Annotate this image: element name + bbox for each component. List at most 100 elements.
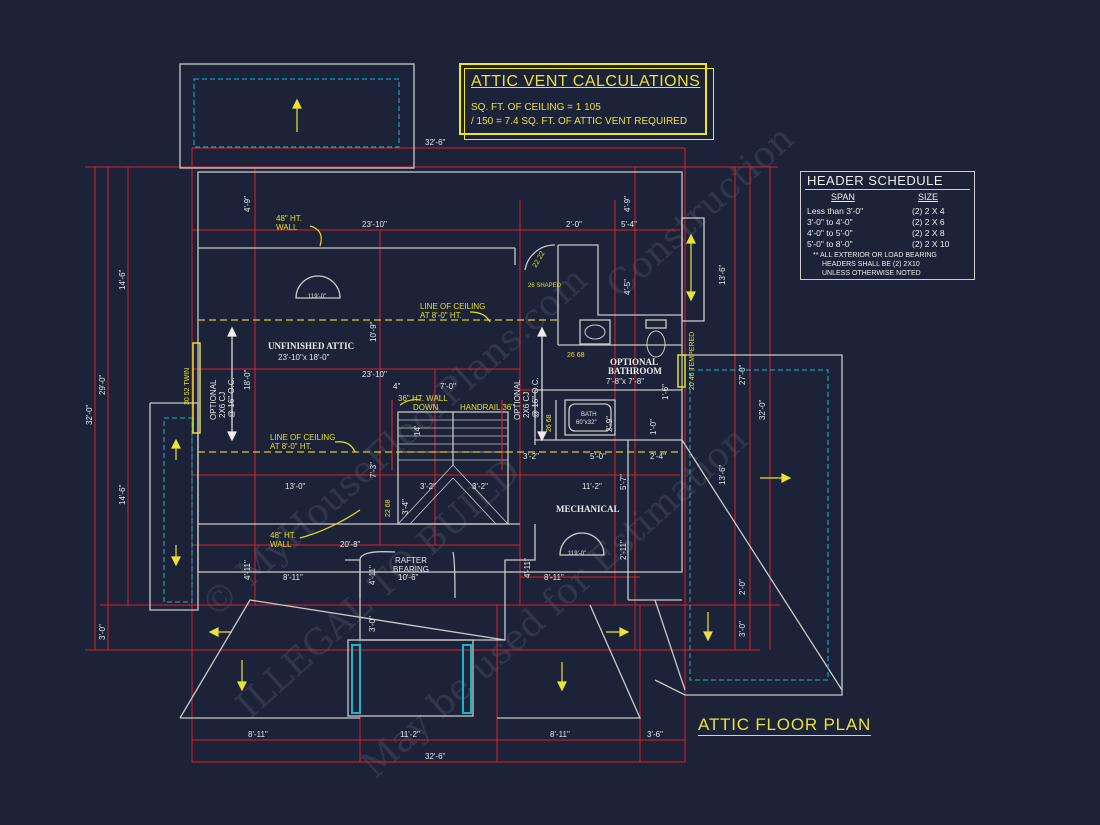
svg-text:8'-11": 8'-11" — [283, 573, 303, 582]
svg-text:2'-4": 2'-4" — [650, 452, 666, 461]
svg-text:4'-11": 4'-11" — [523, 558, 532, 578]
dim-left-3: 3'-0" — [98, 624, 107, 640]
wall-36-note-2: DOWN — [413, 403, 439, 412]
dim-right-32: 32'-0" — [758, 399, 767, 420]
tempered-window-label: 20 46 TEMPERED — [689, 332, 696, 390]
opt-cj-a-3: @ 16" O.C. — [227, 377, 236, 418]
bath-name: OPTIONAL — [610, 357, 658, 367]
ceiling-note-b-1: LINE OF CEILING — [270, 433, 335, 442]
wall-48-note-a-1: 48" HT. — [276, 214, 302, 223]
opt-cj-a-2: 2X6 CJ — [218, 392, 227, 418]
dim-bottom-4: 3'-6" — [647, 730, 663, 739]
svg-text:4'-9": 4'-9" — [243, 196, 252, 212]
dim-bottom-2: 11'-2" — [400, 730, 420, 739]
vent-calc-box-shadow — [464, 68, 714, 140]
vent-calc-line-1: SQ. FT. OF CEILING = 1 105 — [471, 102, 601, 113]
mechanical-dome — [559, 532, 605, 556]
svg-text:10'-6": 10'-6" — [398, 573, 419, 582]
vent-calc-line-2: / 150 = 7.4 SQ. FT. OF ATTIC VENT REQUIR… — [471, 116, 688, 127]
bath-size: 7'-8"x 7'-8" — [606, 377, 644, 386]
svg-text:2'-0": 2'-0" — [566, 220, 582, 229]
wall-36-note-1: 36" HT. WALL — [398, 394, 448, 403]
attic-dome — [295, 275, 341, 299]
svg-text:23'-10": 23'-10" — [362, 370, 387, 379]
svg-text:7'-0": 7'-0" — [440, 382, 456, 391]
svg-text:13'-0": 13'-0" — [285, 482, 306, 491]
mechanical-label: MECHANICAL — [556, 504, 620, 514]
bathroom-fixtures — [295, 244, 667, 556]
bath-fixture-label: BATH — [581, 412, 597, 418]
svg-text:4'-9": 4'-9" — [623, 196, 632, 212]
bath-fixture-size: 60"x32" — [576, 420, 597, 426]
svg-text:11'-2": 11'-2" — [582, 482, 602, 491]
svg-text:14': 14' — [413, 425, 422, 436]
svg-text:3'-2": 3'-2" — [523, 452, 539, 461]
rafter-label-1: RAFTER — [395, 556, 427, 565]
tempered-window — [677, 354, 686, 388]
wall-48-note-b-2: WALL — [270, 540, 292, 549]
header-schedule-row: 5'-0" to 8'-0"(2) 2 X 10 — [807, 239, 950, 249]
svg-text:20'-8": 20'-8" — [340, 540, 361, 549]
dim-right-2: 2'-0" — [738, 579, 747, 595]
dim-left-32: 32'-0" — [85, 404, 94, 425]
svg-text:2'-9": 2'-9" — [605, 416, 614, 432]
header-schedule-note-1: ** ALL EXTERIOR OR LOAD BEARING — [813, 252, 937, 259]
svg-text:3'-2": 3'-2" — [420, 482, 436, 491]
door-label-shaped: 26 SHAPED — [528, 283, 562, 289]
svg-text:1'-0": 1'-0" — [649, 419, 658, 435]
dimension-lines — [85, 147, 780, 763]
dim-bottom-1: 8'-11" — [248, 730, 268, 739]
wall-48-note-b-1: 48" HT. — [270, 531, 296, 540]
opt-cj-b-1: OPTIONAL — [513, 379, 522, 420]
svg-text:7'-3": 7'-3" — [369, 462, 378, 478]
svg-text:23'-10": 23'-10" — [362, 220, 387, 229]
dome-label-mechanical: 119'-0" — [568, 551, 586, 557]
svg-text:3'-4": 3'-4" — [401, 499, 410, 515]
ceiling-note-a-1: LINE OF CEILING — [420, 302, 485, 311]
opt-cj-a-1: OPTIONAL — [209, 379, 218, 420]
door-label-stair: 22 68 — [385, 499, 392, 517]
svg-text:5'-0": 5'-0" — [590, 452, 606, 461]
header-schedule-note-3: UNLESS OTHERWISE NOTED — [822, 270, 921, 277]
svg-text:8'-11": 8'-11" — [544, 573, 564, 582]
header-schedule-note-2: HEADERS SHALL BE (2) 2X10 — [822, 261, 920, 268]
header-schedule-title: HEADER SCHEDULE — [807, 173, 944, 188]
ceiling-note-b-2: AT 8'-0" HT. — [270, 442, 312, 451]
dim-bottom-overall: 32'-6" — [425, 752, 446, 761]
vent-calc-box — [459, 63, 707, 135]
overhang-lines — [163, 78, 829, 714]
dim-right-27: 27'-0" — [738, 364, 747, 385]
dim-bottom-3: 8'-11" — [550, 730, 570, 739]
svg-text:5'-4": 5'-4" — [621, 220, 637, 229]
svg-text:10'-9": 10'-9" — [369, 321, 378, 342]
bath-name-2: BATHROOM — [608, 366, 662, 376]
opt-cj-b-2: 2X6 CJ — [522, 392, 531, 418]
slope-arrows — [171, 98, 792, 692]
dim-left-14b: 14'-6" — [118, 484, 127, 505]
dim-right-13b: 13'-6" — [718, 464, 727, 485]
svg-text:4'-11": 4'-11" — [243, 560, 252, 580]
header-schedule: HEADER SCHEDULE SPAN SIZE Less than 3'-0… — [800, 171, 975, 280]
dim-right-13: 13'-6" — [718, 264, 727, 285]
dimension-text: 32'-6" 32'-6" 8'-11" 11'-2" 8'-11" 3'-6"… — [85, 138, 767, 761]
svg-text:3'-2": 3'-2" — [472, 482, 488, 491]
attic-name: UNFINISHED ATTIC — [268, 341, 354, 351]
dim-right-3: 3'-0" — [738, 621, 747, 637]
twin-window-label: 30 52 TWIN — [184, 368, 191, 405]
rafter-label-2: BEARING — [393, 565, 429, 574]
svg-text:5'-7": 5'-7" — [619, 474, 628, 490]
rafter-bearing-bracket — [359, 551, 456, 599]
dim-top-overall: 32'-6" — [425, 138, 446, 147]
door-label-bath: 26 68 — [567, 352, 585, 359]
dome-label-attic: 119'-0" — [308, 294, 326, 300]
ceiling-note-a-2: AT 8'-0" HT. — [420, 311, 462, 320]
walls — [149, 63, 843, 719]
header-schedule-col-span: SPAN — [831, 192, 855, 202]
handrail-note: HANDRAIL 36" — [460, 403, 514, 412]
plan-title: ATTIC FLOOR PLAN — [698, 715, 872, 736]
svg-text:2'-11": 2'-11" — [619, 540, 628, 560]
header-schedule-row: 3'-0" to 4'-0"(2) 2 X 6 — [807, 217, 945, 227]
header-schedule-col-size: SIZE — [918, 192, 939, 202]
door-label-tub: 26 68 — [546, 414, 553, 432]
